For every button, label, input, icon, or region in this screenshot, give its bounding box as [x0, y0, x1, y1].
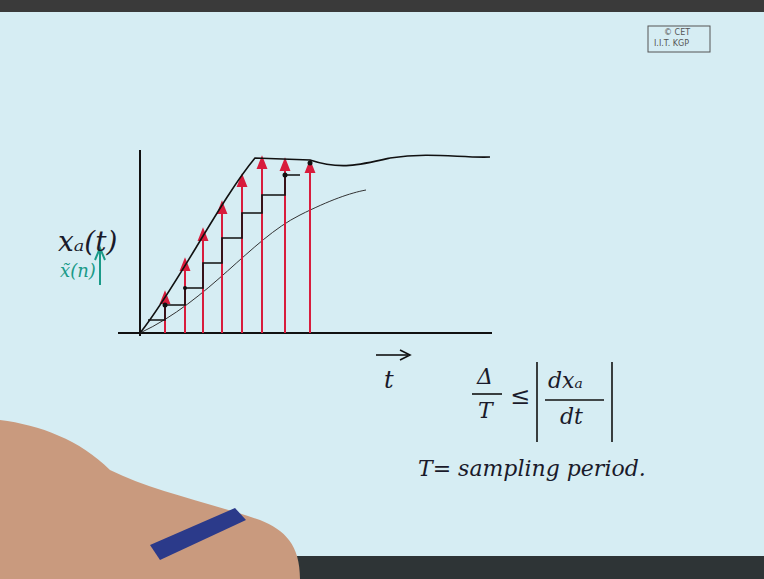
staircase: [148, 175, 300, 320]
abs-bar: [536, 362, 538, 442]
note: T= sampling period.: [418, 458, 646, 480]
top-strip: [0, 0, 764, 12]
watermark: I.I.T. KGP: [654, 40, 689, 48]
t-arrowhead: [400, 350, 410, 360]
watermark: © CET: [664, 29, 690, 37]
equation-term: dt: [560, 406, 583, 428]
pen: [150, 508, 246, 560]
sample-arrows: [161, 158, 314, 333]
axis-label: x̃(n): [60, 262, 96, 280]
axis-label: xₐ(t): [58, 228, 117, 256]
equation-term: dxₐ: [548, 370, 583, 392]
equation-term: ≤: [510, 384, 530, 408]
fraction-bar: [545, 399, 604, 401]
abs-bar: [611, 362, 613, 442]
signal-curve: [140, 155, 490, 333]
t-arrow: [376, 354, 408, 356]
equation-term: Δ: [477, 366, 493, 388]
watermark-box: [648, 26, 710, 52]
hand: [0, 420, 300, 579]
fraction-bar: [472, 393, 502, 395]
second-curve: [140, 190, 366, 333]
axis-label: t: [384, 368, 394, 392]
x-axis: [118, 332, 492, 334]
equation-term: T: [478, 400, 493, 422]
y-axis: [139, 150, 141, 336]
